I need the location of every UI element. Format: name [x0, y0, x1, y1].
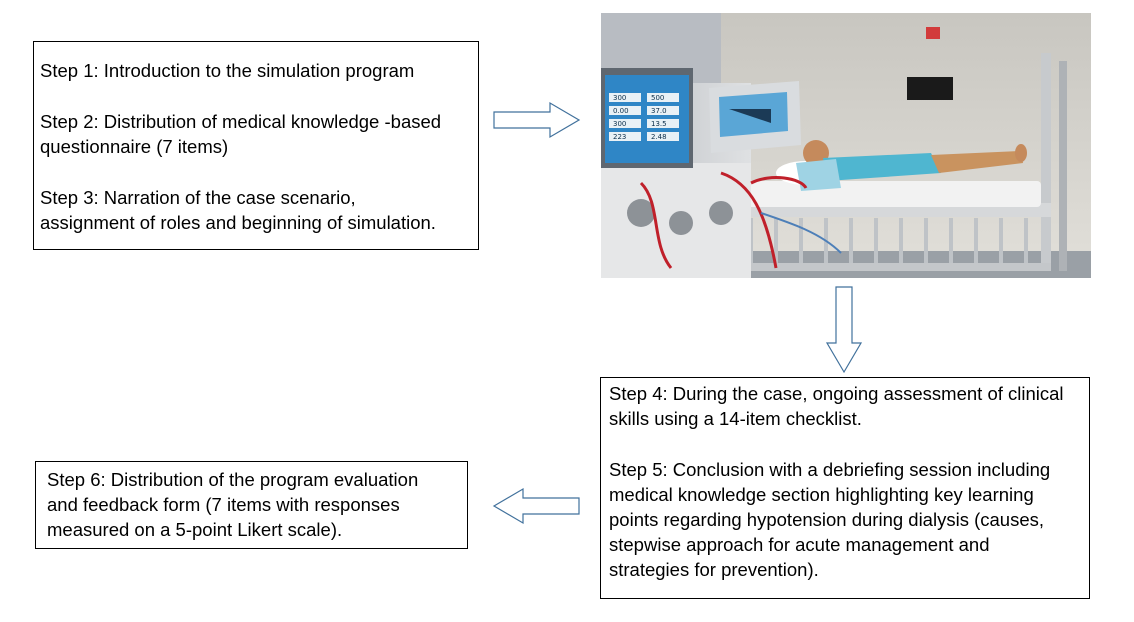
monitor-readout: 300 — [613, 94, 626, 102]
step-3-text: Step 3: Narration of the case scenario, … — [40, 187, 436, 233]
monitor-readout: 0.00 — [613, 107, 629, 115]
wall-tv-icon — [907, 77, 953, 100]
monitor-readout: 500 — [651, 94, 664, 102]
step-5-text: Step 5: Conclusion with a debriefing ses… — [609, 459, 1051, 580]
simulation-photo: 300 500 0.00 37.0 300 13.5 223 2.48 — [601, 13, 1091, 278]
monitor-readout: 223 — [613, 133, 626, 141]
step-1-text: Step 1: Introduction to the simulation p… — [40, 60, 415, 81]
monitor-readout: 13.5 — [651, 120, 667, 128]
monitor-readout: 300 — [613, 120, 626, 128]
step-6-text: Step 6: Distribution of the program eval… — [47, 469, 419, 540]
monitor-readout: 37.0 — [651, 107, 667, 115]
step-2-text: Step 2: Distribution of medical knowledg… — [40, 111, 442, 157]
manikin-gown — [823, 153, 941, 181]
arrow-right-icon — [493, 101, 581, 139]
wall-alarm-icon — [926, 27, 940, 39]
step-box-6: Step 6: Distribution of the program eval… — [35, 461, 468, 549]
manikin-head — [803, 140, 829, 166]
step-4-text: Step 4: During the case, ongoing assessm… — [609, 383, 1064, 429]
step-box-4-5: Step 4: During the case, ongoing assessm… — [600, 377, 1090, 599]
arrow-down-icon — [825, 286, 863, 374]
step-box-1-3: Step 1: Introduction to the simulation p… — [33, 41, 479, 250]
arrow-left-icon — [492, 487, 580, 525]
monitor-readout: 2.48 — [651, 133, 667, 141]
